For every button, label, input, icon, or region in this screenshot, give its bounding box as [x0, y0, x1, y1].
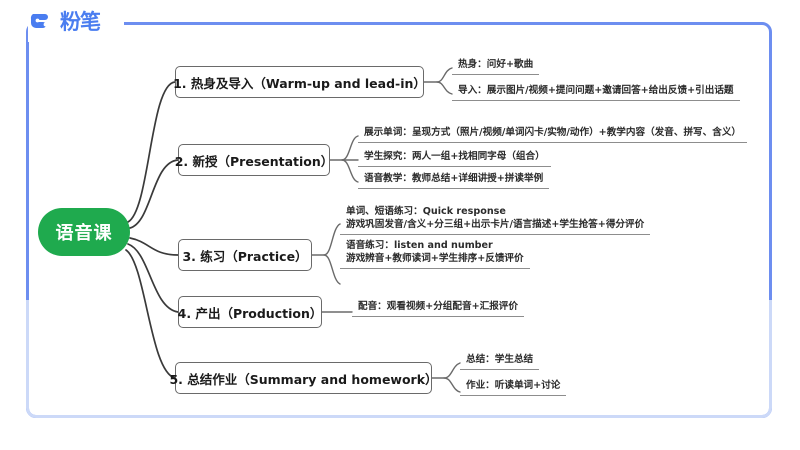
stage-node-warm-up[interactable]: 1. 热身及导入（Warm-up and lead-in） — [173, 66, 426, 98]
stage-node-production[interactable]: 4. 产出（Production） — [178, 296, 322, 328]
leaf-line: 总结：学生总结 — [460, 353, 540, 370]
slide-border-frame-fade — [26, 300, 772, 418]
stage-node-practice[interactable]: 3. 练习（Practice） — [178, 239, 312, 271]
leaf-line: 展示单词：呈现方式（照片/视频/单词闪卡/实物/动作）+教学内容（发音、拼写、含… — [358, 126, 748, 143]
leaf-warm-up-2[interactable]: 导入：展示图片/视频+提问问题+邀请回答+给出反馈+引出话题 — [452, 84, 740, 101]
leaf-warm-up-1[interactable]: 热身：问好+歌曲 — [452, 58, 540, 75]
brand-logo: 粉笔 — [30, 9, 101, 34]
leaf-summary-1[interactable]: 总结：学生总结 — [460, 353, 540, 370]
leaf-practice-1[interactable]: 单词、短语练习：Quick response 游戏巩固发音/含义+分三组+出示卡… — [340, 206, 651, 235]
leaf-presentation-3[interactable]: 语音教学：教师总结+详细讲授+拼读举例 — [358, 172, 550, 189]
leaf-line: 游戏巩固发音/含义+分三组+出示卡片/语言描述+学生抢答+得分评价 — [340, 219, 651, 235]
mindmap-root-node[interactable]: 语音课 — [38, 208, 130, 256]
root-label: 语音课 — [55, 223, 113, 244]
leaf-production-1[interactable]: 配音：观看视频+分组配音+汇报评价 — [352, 300, 524, 317]
leaf-line: 导入：展示图片/视频+提问问题+邀请回答+给出反馈+引出话题 — [452, 84, 740, 101]
stage-node-label: 5. 总结作业（Summary and homework） — [169, 371, 438, 387]
stage-node-label: 2. 新授（Presentation） — [174, 153, 334, 169]
leaf-line: 配音：观看视频+分组配音+汇报评价 — [352, 300, 524, 317]
leaf-line: 作业：听读单词+讨论 — [460, 379, 567, 396]
leaf-presentation-2[interactable]: 学生探究：两人一组+找相同字母（组合） — [358, 150, 551, 167]
leaf-line: 语音练习：listen and number — [346, 240, 493, 251]
stage-node-label: 1. 热身及导入（Warm-up and lead-in） — [173, 75, 426, 91]
leaf-summary-2[interactable]: 作业：听读单词+讨论 — [460, 379, 567, 396]
stage-node-label: 4. 产出（Production） — [177, 305, 323, 321]
stage-node-summary[interactable]: 5. 总结作业（Summary and homework） — [169, 362, 438, 394]
leaf-line: 单词、短语练习：Quick response — [346, 206, 506, 217]
fb-logo-icon — [30, 10, 56, 34]
leaf-practice-2[interactable]: 语音练习：listen and number 游戏辨音+教师读词+学生排序+反馈… — [340, 240, 530, 269]
stage-node-presentation[interactable]: 2. 新授（Presentation） — [175, 144, 333, 176]
leaf-line: 学生探究：两人一组+找相同字母（组合） — [358, 150, 551, 167]
leaf-line: 语音教学：教师总结+详细讲授+拼读举例 — [358, 172, 550, 189]
leaf-line: 游戏辨音+教师读词+学生排序+反馈评价 — [340, 253, 530, 269]
brand-name: 粉笔 — [60, 9, 101, 34]
leaf-presentation-1[interactable]: 展示单词：呈现方式（照片/视频/单词闪卡/实物/动作）+教学内容（发音、拼写、含… — [358, 126, 748, 143]
stage-node-label: 3. 练习（Practice） — [182, 248, 308, 264]
leaf-line: 热身：问好+歌曲 — [452, 58, 540, 75]
